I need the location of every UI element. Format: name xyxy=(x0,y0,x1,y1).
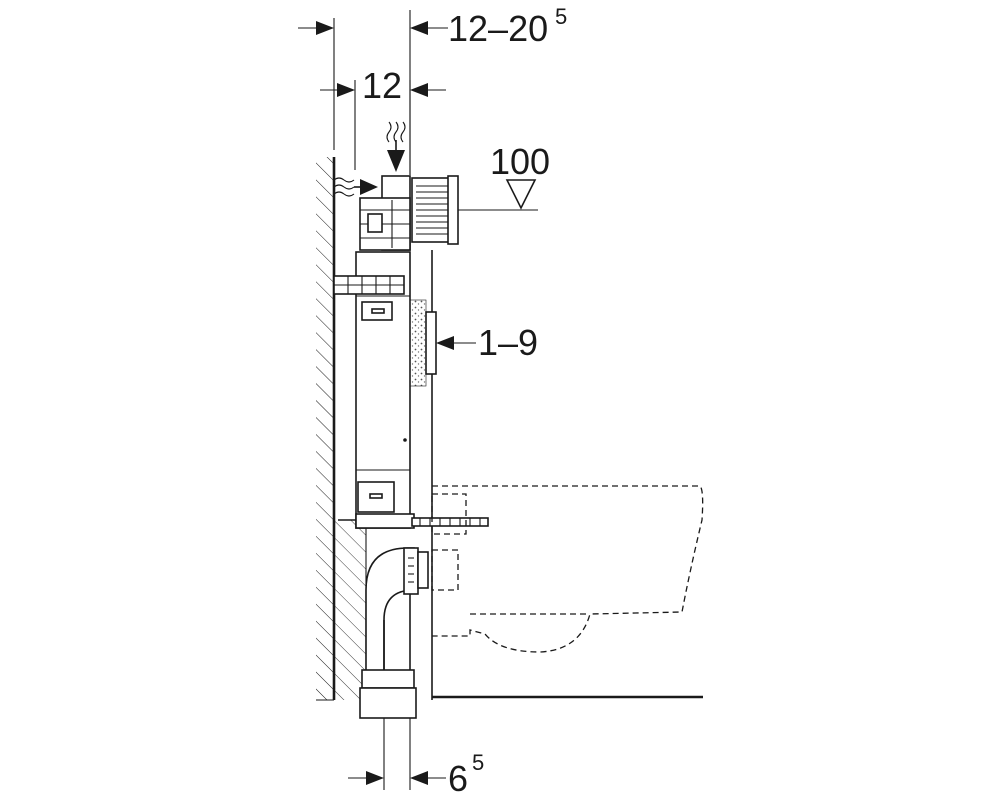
front-panel xyxy=(425,311,437,375)
dim-depth-text: 12 xyxy=(362,65,402,106)
wall-bracket-top xyxy=(333,275,405,295)
cistern-body xyxy=(355,251,411,529)
water-supply-side-icon xyxy=(333,177,378,197)
dimension-height: 100 xyxy=(490,141,550,210)
water-supply-top-icon xyxy=(386,121,406,172)
wc-pan-outline xyxy=(431,485,704,653)
dim-top-sup: 5 xyxy=(555,4,567,29)
cistern-inlet xyxy=(359,175,411,251)
insulation-pad xyxy=(409,299,427,387)
dim-top-text: 12–20 xyxy=(448,8,548,49)
dim-height-text: 100 xyxy=(490,141,550,182)
dimension-bottom-offset: 6 5 xyxy=(348,750,484,799)
dim-bottom-text: 6 xyxy=(448,758,468,799)
dimension-depth: 12 xyxy=(320,65,446,106)
dim-bottom-sup: 5 xyxy=(472,750,484,775)
wall xyxy=(316,157,367,701)
actuation-box xyxy=(411,175,459,245)
dim-adjust-text: 1–9 xyxy=(478,322,538,363)
drain-bend xyxy=(359,547,429,719)
fixing-bolt xyxy=(411,517,489,527)
dimension-top-offset: 12–20 5 xyxy=(298,4,567,49)
